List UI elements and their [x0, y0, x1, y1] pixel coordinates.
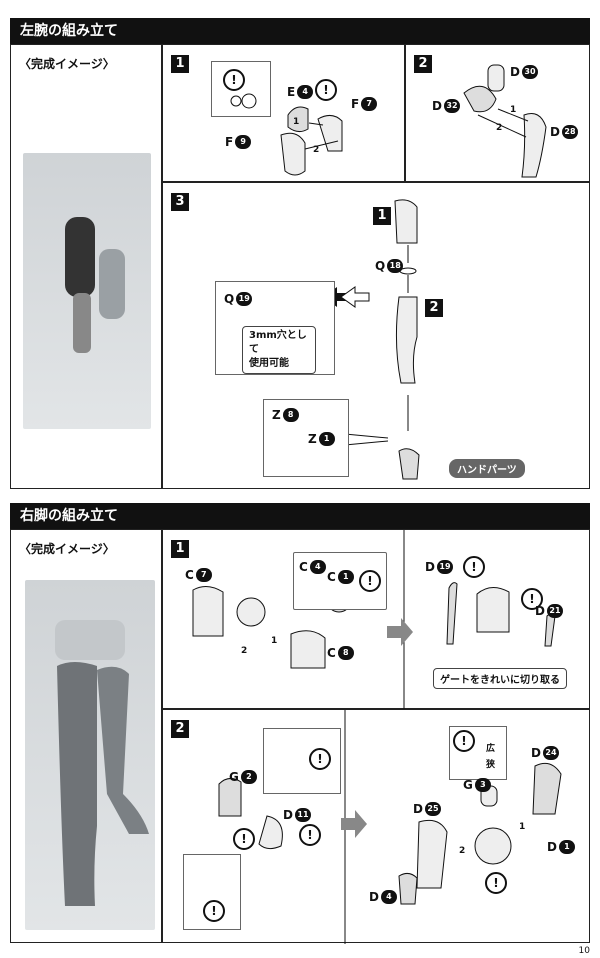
leg-image-frame: 〈完成イメージ〉: [10, 529, 162, 943]
caution-icon: !: [233, 828, 255, 850]
caution-icon: !: [309, 748, 331, 770]
wide-label: 広: [486, 744, 496, 754]
arm-step-1-diagram: [230, 93, 343, 176]
order-2: 2: [241, 646, 248, 656]
detail-callout: [211, 61, 271, 117]
ref-step-1: 1: [373, 207, 391, 225]
caution-icon: !: [359, 570, 381, 592]
section-heading-right-leg: 右脚の組み立て: [10, 503, 590, 529]
order-1: 1: [519, 822, 526, 832]
hole-usage-note: 3mm穴として使用可能: [242, 326, 316, 374]
section-heading-left-arm: 左腕の組み立て: [10, 18, 590, 44]
complete-image-label: 〈完成イメージ〉: [19, 542, 115, 556]
caution-icon: !: [485, 872, 507, 894]
step-number: 1: [171, 55, 189, 73]
caution-icon: !: [315, 79, 337, 101]
order-1: 1: [271, 636, 278, 646]
caution-icon: !: [521, 588, 543, 610]
arm-photo: [23, 153, 151, 429]
step-number: 1: [171, 540, 189, 558]
arm-step-2-diagram: [463, 64, 547, 178]
caution-icon: !: [299, 824, 321, 846]
leg-photo-art: [55, 620, 149, 906]
narrow-label: 狭: [486, 760, 496, 770]
ref-step-2: 2: [425, 299, 443, 317]
gate-trim-note: ゲートをきれいに切り取る: [433, 668, 567, 689]
leg-photo: [25, 580, 155, 930]
order-2: 2: [313, 145, 320, 155]
step-number: 3: [171, 193, 189, 211]
caution-icon: !: [453, 730, 475, 752]
step-number: 2: [171, 720, 189, 738]
order-1: 1: [510, 105, 517, 115]
order-2: 2: [496, 123, 503, 133]
caution-icon: !: [463, 556, 485, 578]
complete-image-label: 〈完成イメージ〉: [19, 57, 115, 71]
caution-icon: !: [223, 69, 245, 91]
hand-parts-label: ハンドパーツ: [449, 459, 525, 478]
arm-image-frame: 〈完成イメージ〉: [10, 44, 162, 489]
leg-step-2-diagram: [218, 710, 562, 944]
caution-icon: !: [203, 900, 225, 922]
order-1: 1: [293, 117, 300, 127]
step-number: 2: [414, 55, 432, 73]
page-number: 10: [578, 946, 590, 956]
leg-step-1-diagram: [192, 530, 556, 710]
order-2: 2: [459, 846, 466, 856]
arm-photo-art: [65, 217, 125, 353]
